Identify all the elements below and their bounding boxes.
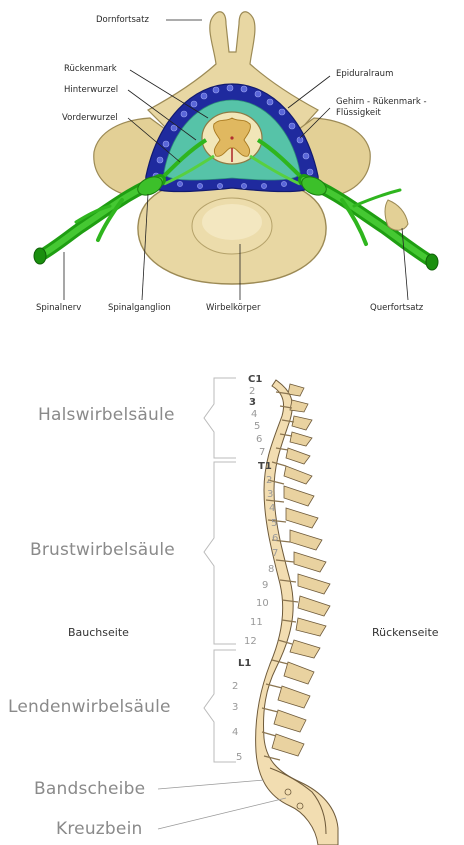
vertebra-num-c2: 2 (249, 386, 255, 397)
vertebra-num-t1: T1 (258, 461, 272, 472)
vertebra-num-t5: 5 (271, 518, 277, 529)
vertebra-num-c3: 3 (249, 397, 256, 408)
vertebra-num-t8: 8 (268, 564, 274, 575)
vertebra-num-t3: 3 (267, 489, 273, 500)
vertebra-num-l4: 4 (232, 727, 238, 738)
vertebra-num-c7: 7 (259, 447, 265, 458)
vertebra-num-t2: 2 (266, 475, 272, 486)
vertebra-num-t12: 12 (244, 636, 257, 647)
vertebra-num-l5: 5 (236, 752, 242, 763)
vertebra-num-c4: 4 (251, 409, 257, 420)
vertebra-num-t4: 4 (269, 503, 275, 514)
vertebra-num-l1: L1 (238, 658, 251, 669)
vertebra-num-t10: 10 (256, 598, 269, 609)
vertebra-num-c5: 5 (254, 421, 260, 432)
vertebra-num-t7: 7 (272, 548, 278, 559)
vertebra-num-c1: C1 (248, 374, 262, 385)
vertebra-num-l3: 3 (232, 702, 238, 713)
vertebra-num-t6: 6 (272, 533, 278, 544)
vertebra-num-l2: 2 (232, 681, 238, 692)
vertebra-num-c6: 6 (256, 434, 262, 445)
vertebra-num-t11: 11 (250, 617, 263, 628)
vertebra-num-t9: 9 (262, 580, 268, 591)
